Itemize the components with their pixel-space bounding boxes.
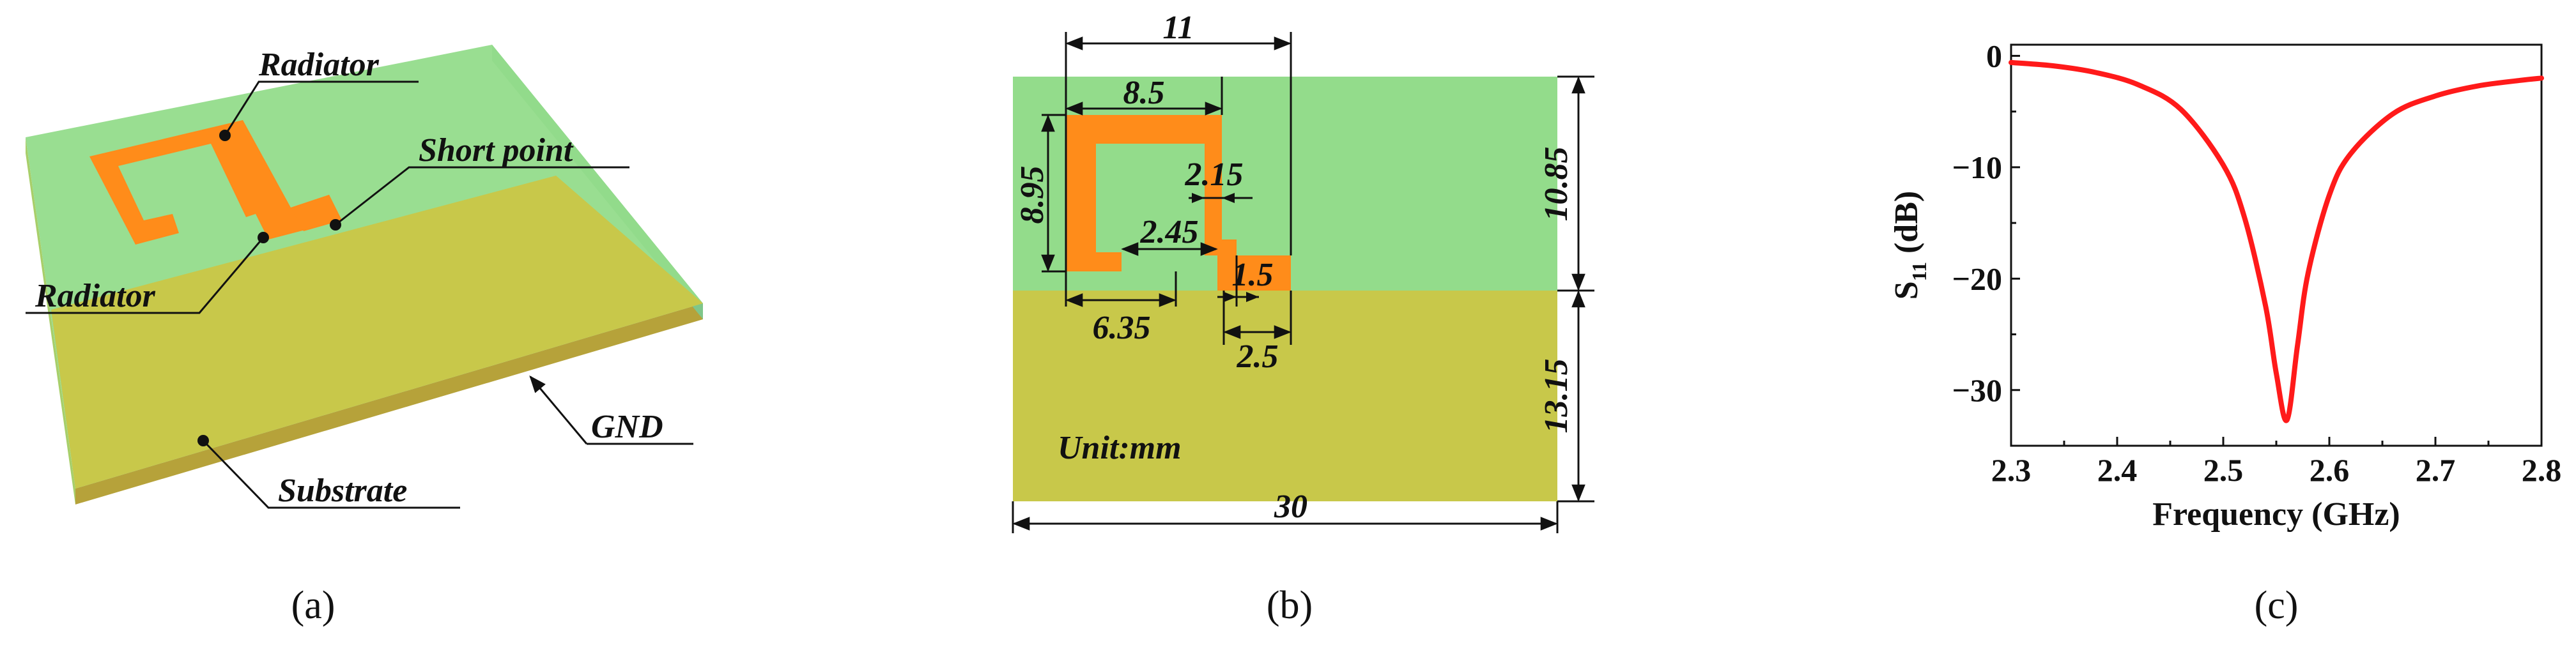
y-ticks: 0 −10 −20 −30 bbox=[1952, 38, 2020, 447]
x-tick-label: 2.7 bbox=[2416, 452, 2456, 488]
dim-label-2-5: 2.5 bbox=[1237, 338, 1279, 375]
dim-label-30: 30 bbox=[1274, 489, 1307, 525]
leader-short-point bbox=[335, 166, 629, 226]
dim-label-6-35: 6.35 bbox=[1093, 310, 1151, 346]
y-tick-label: −30 bbox=[1952, 372, 2003, 408]
board-left-edge bbox=[26, 137, 75, 505]
leader-substrate bbox=[202, 439, 460, 509]
dim-label-1-5: 1.5 bbox=[1232, 257, 1274, 293]
label-short-point: Short point bbox=[419, 132, 574, 169]
arrow-2-15-b bbox=[1222, 193, 1235, 203]
x-tick-label: 2.4 bbox=[2097, 452, 2138, 488]
dim-label-10-85: 10.85 bbox=[1538, 147, 1575, 222]
unit-label: Unit:mm bbox=[1058, 430, 1182, 466]
y-label-unit: (dB) bbox=[1888, 191, 1925, 262]
dim-label-2-15: 2.15 bbox=[1185, 156, 1244, 193]
y-tick-label: 0 bbox=[1986, 38, 2002, 73]
panel-a: Radiator Short point Radiator GND Substr… bbox=[26, 45, 703, 627]
y-label-sub: 11 bbox=[1908, 262, 1931, 281]
arrow-2-15-a bbox=[1192, 193, 1205, 203]
caption-b: (b) bbox=[1267, 584, 1313, 627]
x-ticks: 2.3 2.4 2.5 2.6 2.7 2.8 bbox=[1991, 437, 2562, 488]
dim-label-13-15: 13.15 bbox=[1538, 359, 1575, 434]
label-substrate: Substrate bbox=[278, 473, 407, 509]
caption-c: (c) bbox=[2255, 584, 2299, 627]
label-radiator-left: Radiator bbox=[35, 278, 156, 314]
x-tick-label: 2.6 bbox=[2310, 452, 2350, 488]
ground-plane bbox=[51, 176, 703, 489]
radiator-shape-b bbox=[1066, 115, 1291, 291]
panel-b: 11 8.5 8.95 2.15 2.45 1.5 6.35 2.5 bbox=[1012, 10, 1594, 627]
leader-radiator-top bbox=[224, 80, 419, 136]
label-radiator-top: Radiator bbox=[258, 47, 380, 83]
x-tick-label: 2.3 bbox=[1991, 452, 2032, 488]
leader-gnd bbox=[529, 375, 588, 444]
y-axis-label: S11 (dB) bbox=[1888, 191, 1931, 300]
x-tick-label: 2.8 bbox=[2522, 452, 2562, 488]
s11-curve bbox=[2009, 59, 2544, 423]
label-gnd: GND bbox=[591, 409, 663, 445]
dim-label-8-5: 8.5 bbox=[1123, 75, 1165, 111]
y-tick-label: −10 bbox=[1952, 149, 2003, 185]
radiator-shape-a bbox=[89, 120, 342, 245]
x-axis-label: Frequency (GHz) bbox=[2152, 496, 2400, 533]
leader-radiator-left bbox=[26, 237, 265, 314]
y-label-main: S bbox=[1888, 281, 1925, 300]
dim-label-2-45: 2.45 bbox=[1140, 214, 1199, 250]
caption-a: (a) bbox=[291, 584, 335, 627]
radiator-stub-a bbox=[291, 195, 342, 231]
panel-c: 2.3 2.4 2.5 2.6 2.7 2.8 0 −10 −20 −30 Frequency … bbox=[1888, 38, 2561, 627]
arrow-1-5-b bbox=[1246, 292, 1259, 302]
dim-label-8-95: 8.95 bbox=[1014, 166, 1051, 224]
arrow-1-5-a bbox=[1224, 292, 1237, 302]
y-tick-label: −20 bbox=[1952, 261, 2003, 296]
x-tick-label: 2.5 bbox=[2203, 452, 2244, 488]
dim-label-11: 11 bbox=[1162, 10, 1194, 46]
board-front-edge bbox=[75, 303, 703, 505]
